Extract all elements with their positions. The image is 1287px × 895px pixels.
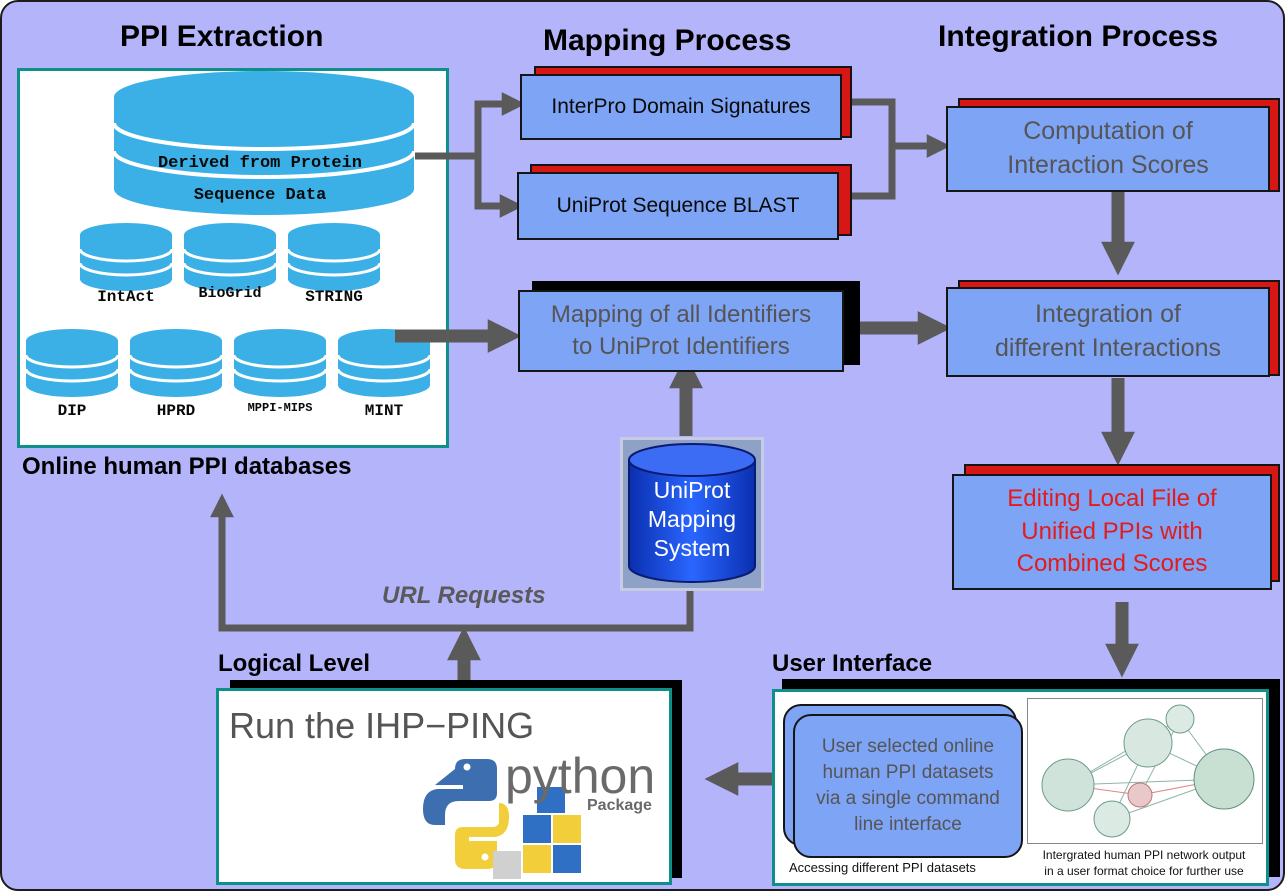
network-graph <box>1041 704 1255 838</box>
edit-label-line1: Editing Local File of <box>1007 485 1217 513</box>
hprd-cylinder: HPRD <box>128 327 224 420</box>
arrow-to-scores <box>840 134 951 200</box>
mapping-label-line2: to UniProt Identifiers <box>572 333 790 360</box>
arrow-to-interpro <box>415 92 526 160</box>
package-wordmark: Package <box>587 797 652 814</box>
integration-box: Integration of different Interactions <box>946 287 1270 377</box>
mint-cylinder: MINT <box>336 327 432 420</box>
scores-label-line2: Interaction Scores <box>1007 151 1209 179</box>
url-requests-label: URL Requests <box>382 582 546 609</box>
command-line-bubble: User selected online human PPI datasets … <box>793 714 1023 858</box>
interaction-scores-box: Computation of Interaction Scores <box>946 106 1270 192</box>
hprd-label: HPRD <box>157 402 195 420</box>
mapping-label-line1: Mapping of all Identifiers <box>550 300 812 328</box>
title-integration-process: Integration Process <box>938 20 1219 53</box>
arrow-to-blast <box>474 156 524 218</box>
uniprot-mapping-system-frame: UniProt Mapping System <box>620 437 764 591</box>
ums-label-line2: Mapping <box>648 506 736 532</box>
run-package-text: Run the IHP−PING <box>229 705 535 746</box>
blast-label: UniProt Sequence BLAST <box>556 194 800 217</box>
logical-level-panel: Run the IHP−PING python Package <box>216 688 672 885</box>
uniprot-mapping-system: UniProt Mapping System <box>628 443 756 583</box>
string-label: STRING <box>305 288 363 306</box>
title-mapping-process: Mapping Process <box>543 24 792 57</box>
label-logical-level: Logical Level <box>218 650 371 677</box>
derived-label-line1: Derived from Protein <box>158 154 362 173</box>
interpro-box: InterPro Domain Signatures <box>520 74 842 140</box>
edit-label-line3: Combined Scores <box>1016 550 1208 578</box>
python-wordmark: python <box>505 748 655 804</box>
network-caption: Intergrated human PPI network output in … <box>1025 848 1263 879</box>
bubble-line3: via a single command <box>816 788 1000 809</box>
mppi-label: MPPI-MIPS <box>248 401 313 415</box>
network-caption-line1: Intergrated human PPI network output <box>1042 848 1246 862</box>
label-online-databases: Online human PPI databases <box>22 453 352 480</box>
network-caption-line2: in a user format choice for further use <box>1044 863 1244 878</box>
user-interface-panel: User selected online human PPI datasets … <box>772 689 1269 886</box>
label-user-interface: User Interface <box>772 650 933 677</box>
line-from-interpro <box>840 98 896 146</box>
edit-label-line2: Unified PPIs with <box>1021 517 1203 545</box>
database-cylinders: Derived from Protein Sequence Data IntAc… <box>24 71 432 420</box>
mapping-identifiers-box: Mapping of all Identifiers to UniProt Id… <box>518 290 844 372</box>
string-cylinder: STRING <box>286 221 382 306</box>
intact-cylinder: IntAct <box>78 221 174 306</box>
title-ppi-extraction: PPI Extraction <box>120 20 324 53</box>
network-image <box>1027 698 1263 844</box>
interpro-label: InterPro Domain Signatures <box>551 95 811 118</box>
integration-label-line1: Integration of <box>1035 300 1181 329</box>
biogrid-cylinder: BioGrid <box>182 221 278 302</box>
intact-label: IntAct <box>97 288 155 306</box>
dip-label: DIP <box>58 402 87 420</box>
blast-box: UniProt Sequence BLAST <box>517 172 839 240</box>
ums-label-line1: UniProt <box>654 477 731 503</box>
edit-local-file-box: Editing Local File of Unified PPIs with … <box>952 474 1272 590</box>
biogrid-label: BioGrid <box>198 285 261 302</box>
derived-database-cylinder: Derived from Protein Sequence Data <box>112 71 416 215</box>
dip-cylinder: DIP <box>24 327 120 420</box>
ums-label-line3: System <box>654 535 731 561</box>
derived-label-line2: Sequence Data <box>194 186 327 205</box>
ppi-databases-panel: Derived from Protein Sequence Data IntAc… <box>17 68 449 448</box>
python-logo: python Package <box>423 748 655 879</box>
scores-label-line1: Computation of <box>1023 117 1193 146</box>
mint-label: MINT <box>365 402 404 420</box>
integration-label-line2: different Interactions <box>994 334 1222 362</box>
bubble-line4: line interface <box>854 814 962 836</box>
bubble-line1: User selected online <box>821 735 995 757</box>
thick-connectors <box>395 192 1139 796</box>
bubble-line2: human PPI datasets <box>822 761 994 783</box>
accessing-caption: Accessing different PPI datasets <box>789 860 976 875</box>
mppi-cylinder: MPPI-MIPS <box>232 327 328 415</box>
